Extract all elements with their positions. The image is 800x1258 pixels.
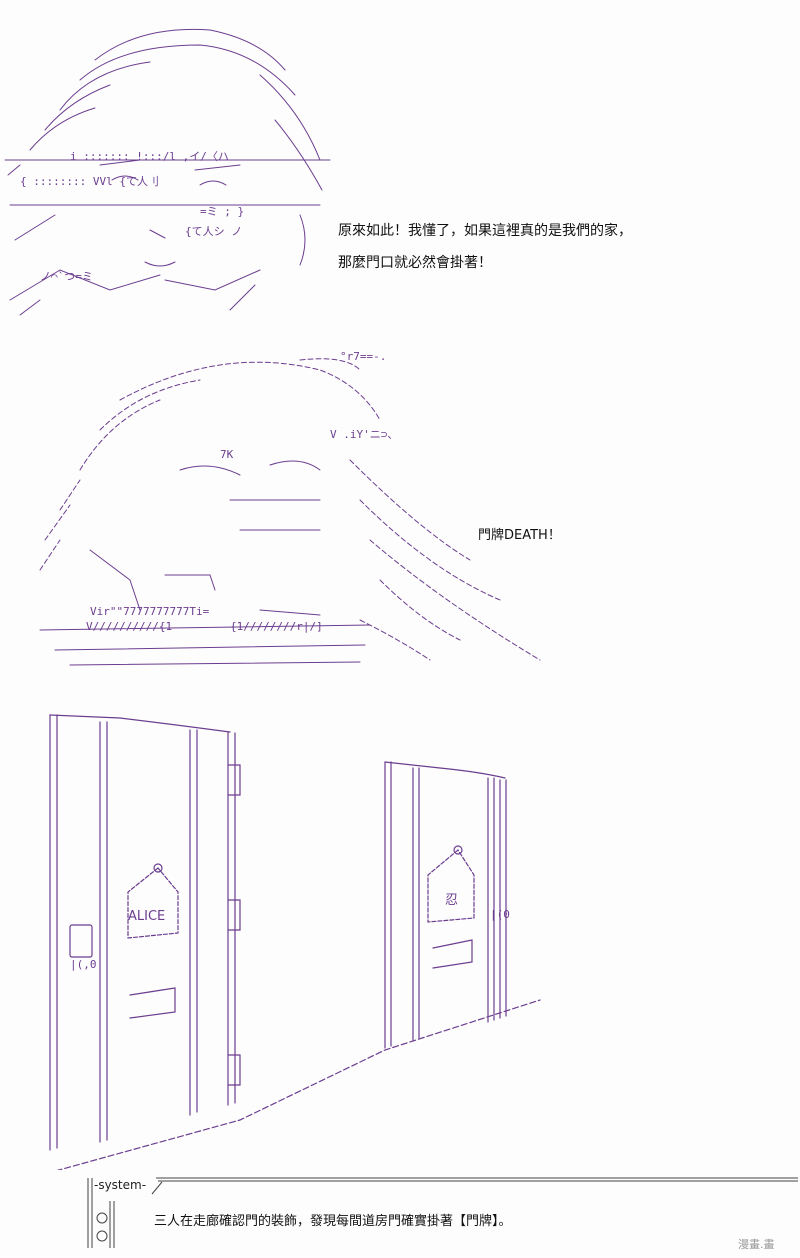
dialogue-line-1: 原來如此！我懂了，如果這裡真的是我們的家， [338, 223, 632, 239]
svg-text:i ::::::: !:::/l ,イ/〈ハ: i ::::::: !:::/l ,イ/〈ハ [70, 150, 229, 163]
svg-text:{て人シ ノ: {て人シ ノ [185, 225, 242, 238]
svg-text:{ :::::::: VVl {て人刂: { :::::::: VVl {て人刂 [20, 175, 159, 188]
svg-text:{1////////r|/]: {1////////r|/] [230, 620, 323, 633]
character-one-ascii-art: i ::::::: !:::/l ,イ/〈ハ { :::::::: VVl {て… [4, 28, 331, 316]
door-sign-alice: ALICE [128, 909, 165, 924]
right-door-knob: |(0 [490, 908, 510, 921]
hallway-doors-art: ALICE 忍 |(,0 |(0 [49, 714, 541, 1170]
system-narration: 三人在走廊確認門的裝飾，發現每間道房門確實掛著【門牌】。 [154, 1214, 512, 1229]
svg-text:°r7==-.: °r7==-. [340, 350, 386, 363]
svg-text:Vir""7777777777Ti=: Vir""7777777777Ti= [90, 605, 210, 618]
ascii-fragment-7k: 7K [220, 448, 234, 461]
bullet-circle-icon [96, 1212, 108, 1224]
panel-1: i ::::::: !:::/l ,イ/〈ハ { :::::::: VVl {て… [0, 0, 800, 330]
dialogue-line-2: 那麼門口就必然會掛著！ [338, 255, 492, 271]
character-two-ascii-art: °r7==-. 7K V .iY'ニ⊃、 V//////////{1 {1///… [39, 350, 541, 666]
panel-3: ALICE 忍 |(,0 |(0 [0, 700, 800, 1170]
svg-text:V//////////{1: V//////////{1 [86, 620, 172, 633]
svg-text:=ミ ; }: =ミ ; } [200, 205, 244, 218]
system-tag: -system- [94, 1178, 147, 1192]
panel-2: °r7==-. 7K V .iY'ニ⊃、 V//////////{1 {1///… [0, 340, 800, 680]
system-message-box: -system- 三人在走廊確認門的裝飾，發現每間道房門確實掛著【門牌】。 [86, 1176, 798, 1248]
watermark-logo: 漫畫.畫 [738, 1238, 775, 1251]
shout-text: 門牌DEATH！ [478, 528, 561, 543]
left-door-knob: |(,0 [70, 958, 97, 971]
svg-text:V .iY'ニ⊃、: V .iY'ニ⊃、 [330, 428, 398, 441]
svg-text:ノ⌒`つ=ミ: ノ⌒`つ=ミ [40, 270, 93, 283]
door-sign-shinobu: 忍 [445, 893, 458, 908]
bullet-circle-icon [96, 1230, 108, 1242]
system-box-frame [87, 1177, 798, 1248]
